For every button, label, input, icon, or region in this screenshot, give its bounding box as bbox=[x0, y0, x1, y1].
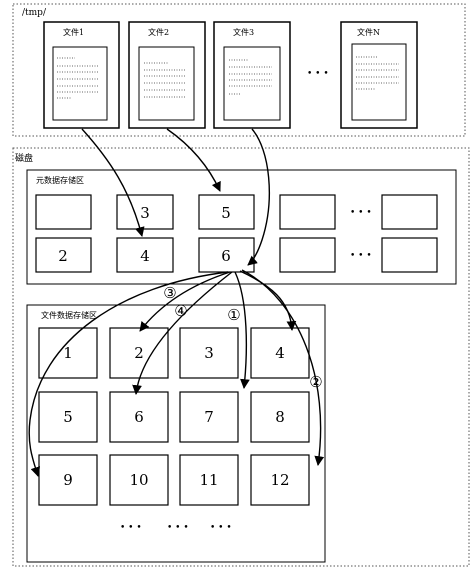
meta-ellipsis-1: • • • bbox=[350, 208, 372, 218]
meta-block-number: 5 bbox=[221, 204, 231, 222]
file-doc-label: 文件N bbox=[357, 27, 380, 37]
data-block-3: 3 bbox=[179, 327, 239, 379]
data-block-5: 5 bbox=[38, 391, 98, 443]
data-block-number: 1 bbox=[63, 344, 73, 362]
arrow-meta6-to-data6 bbox=[132, 271, 233, 395]
step-number-4: ④ bbox=[174, 302, 187, 320]
meta-block-number: 2 bbox=[58, 247, 68, 265]
data-block-number: 8 bbox=[275, 408, 285, 426]
file-doc-label: 文件2 bbox=[148, 27, 169, 37]
arrow-meta6-to-data9 bbox=[28, 271, 229, 477]
data-block-number: 7 bbox=[204, 408, 214, 426]
data-block-12: 12 bbox=[250, 454, 310, 506]
data-ellipsis-1: • • • bbox=[120, 523, 142, 533]
arrow-file3-to-meta6 bbox=[247, 128, 270, 266]
arrow-meta6-to-data7 bbox=[234, 271, 250, 389]
meta-block-4: 4 bbox=[116, 237, 174, 273]
data-block-number: 5 bbox=[63, 408, 73, 426]
data-block-1: 1 bbox=[38, 327, 98, 379]
file-doc-3: 文件3 bbox=[213, 21, 291, 129]
file-data-area-label: 文件数据存储区 bbox=[41, 310, 97, 320]
file-doc-1: 文件1 bbox=[43, 21, 120, 129]
meta-ellipsis-2: • • • bbox=[350, 251, 372, 261]
data-block-number: 11 bbox=[199, 471, 218, 489]
data-block-11: 11 bbox=[179, 454, 239, 506]
metadata-area-label: 元数据存储区 bbox=[36, 175, 84, 185]
meta-block-5: 5 bbox=[198, 194, 255, 230]
data-ellipsis-2: • • • bbox=[167, 523, 189, 533]
step-number-1: ① bbox=[227, 306, 240, 324]
tmp-region bbox=[12, 3, 466, 137]
data-block-2: 2 bbox=[109, 327, 169, 379]
file-data-grid: 1 2 3 4 5 6 7 8 9 10 11 12 bbox=[38, 327, 310, 506]
disk-region bbox=[12, 147, 470, 567]
data-block-number: 12 bbox=[270, 471, 289, 489]
meta-block-number: 6 bbox=[221, 247, 231, 265]
arrow-meta6-to-data4 bbox=[239, 270, 297, 331]
data-block-number: 9 bbox=[63, 471, 73, 489]
arrow-file1-to-meta4 bbox=[81, 128, 145, 237]
metadata-to-data-arrows bbox=[28, 269, 325, 477]
data-block-number: 3 bbox=[204, 344, 214, 362]
file-doc-n: 文件N bbox=[340, 21, 418, 129]
data-block-number: 10 bbox=[129, 471, 148, 489]
data-block-8: 8 bbox=[250, 391, 310, 443]
meta-block-number: 4 bbox=[140, 247, 150, 265]
arrow-meta6-to-data12 bbox=[241, 269, 325, 466]
data-block-number: 2 bbox=[134, 344, 144, 362]
file-doc-2: 文件2 bbox=[128, 21, 206, 129]
meta-block-r1-4 bbox=[279, 194, 336, 230]
disk-label: 磁盘 bbox=[15, 152, 33, 164]
meta-block-r1-5 bbox=[381, 194, 438, 230]
file-doc-label: 文件1 bbox=[63, 27, 84, 37]
meta-block-r2-4 bbox=[279, 237, 336, 273]
meta-block-number: 3 bbox=[140, 204, 150, 222]
data-block-10: 10 bbox=[109, 454, 169, 506]
data-block-9: 9 bbox=[38, 454, 98, 506]
data-ellipsis-3: • • • bbox=[210, 523, 232, 533]
meta-block-r2-5 bbox=[381, 237, 438, 273]
data-block-6: 6 bbox=[109, 391, 169, 443]
file-to-metadata-arrows bbox=[81, 128, 270, 266]
step-number-2: ② bbox=[309, 373, 322, 391]
meta-block-3: 3 bbox=[116, 194, 174, 230]
metadata-area bbox=[26, 169, 457, 285]
tmp-ellipsis: • • • bbox=[307, 69, 329, 79]
meta-block-6: 6 bbox=[198, 237, 255, 273]
data-block-number: 6 bbox=[134, 408, 144, 426]
data-block-4: 4 bbox=[250, 327, 310, 379]
file-data-area bbox=[26, 304, 326, 563]
meta-block-2: 2 bbox=[35, 237, 92, 273]
arrow-meta6-to-data2 bbox=[139, 271, 231, 332]
file-doc-label: 文件3 bbox=[233, 27, 254, 37]
tmp-label: /tmp/ bbox=[22, 8, 47, 18]
meta-block-r1-1 bbox=[35, 194, 92, 230]
step-number-3: ③ bbox=[163, 284, 176, 302]
arrow-file2-to-meta5 bbox=[166, 128, 221, 192]
data-block-number: 4 bbox=[275, 344, 285, 362]
data-block-7: 7 bbox=[179, 391, 239, 443]
